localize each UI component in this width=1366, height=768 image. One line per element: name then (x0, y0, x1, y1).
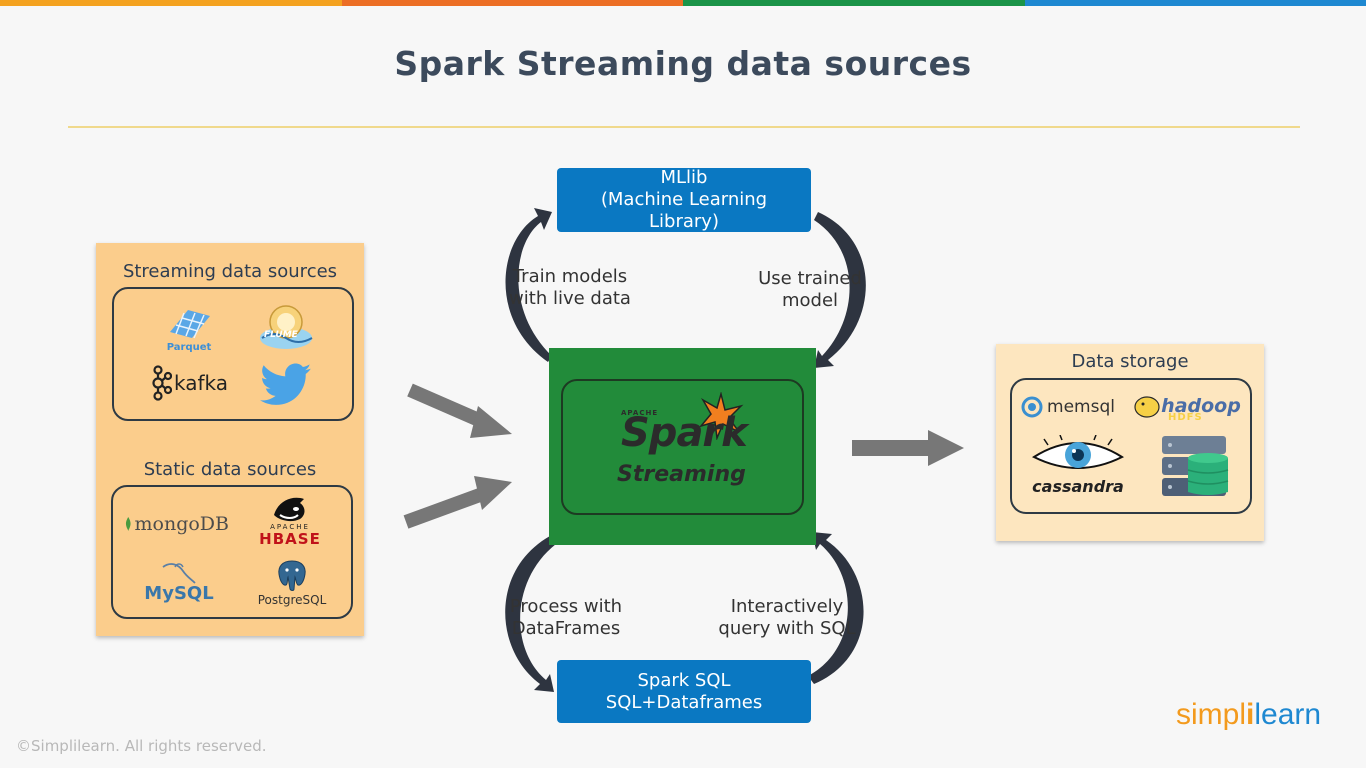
mysql-label: MySQL (144, 583, 214, 604)
spark-apache-label: APACHE (621, 409, 659, 417)
kafka-icon (152, 365, 172, 401)
postgresql-label: PostgreSQL (257, 593, 327, 607)
cassandra-label: cassandra (1032, 476, 1124, 496)
simplilearn-logo: simplilearn (1176, 698, 1321, 732)
parquet-label: Parquet (166, 341, 212, 353)
data-storage-frame: memsql hadoop HDFS cassandra (1010, 378, 1252, 514)
twitter-logo (254, 361, 318, 409)
mongodb-icon (125, 517, 131, 531)
data-storage-panel: Data storage memsql hadoop HDFS (996, 344, 1264, 541)
streaming-sources-frame: Parquet FLUME kafka (112, 287, 354, 421)
sources-panel: Streaming data sources Parquet FLUME (96, 243, 364, 636)
parquet-logo: Parquet (152, 301, 226, 357)
flume-label: FLUME (264, 330, 298, 340)
workflow-curves (505, 208, 866, 692)
accent-segment-2 (341, 0, 683, 6)
parquet-icon (170, 309, 210, 338)
flume-logo: FLUME (252, 297, 320, 355)
slide-title: Spark Streaming data sources (394, 44, 972, 83)
brand-part-2: learn (1254, 698, 1322, 731)
copyright-text: ©Simplilearn. All rights reserved. (16, 737, 267, 755)
hdfs-label: HDFS (1168, 412, 1203, 423)
hbase-logo: APACHE HBASE (243, 491, 337, 549)
mllib-line-3: Library) (649, 211, 719, 232)
hadoop-logo: hadoop HDFS (1132, 388, 1242, 424)
top-accent-bar (0, 0, 1366, 6)
cassandra-logo: cassandra (1018, 432, 1138, 498)
mongodb-label: mongoDB (134, 513, 230, 535)
static-sources-frame: mongoDB APACHE HBASE MySQL (111, 485, 353, 619)
use-trained-model-label: Use trained model (758, 268, 862, 311)
streaming-logo-text: Streaming (617, 462, 746, 487)
data-storage-heading: Data storage (1071, 351, 1189, 372)
train-curve-arrow (505, 208, 552, 362)
spark-star-icon (698, 392, 744, 440)
database-logo (1158, 434, 1232, 500)
input-arrows (403, 383, 512, 529)
streaming-input-arrow (407, 383, 512, 438)
accent-segment-3 (683, 0, 1025, 6)
mysql-icon (162, 563, 196, 584)
memsql-icon (1021, 396, 1043, 418)
kafka-label: kafka (173, 371, 228, 395)
train-models-label: Train models with live data (509, 266, 631, 309)
hbase-apache-label: APACHE (270, 523, 310, 531)
hadoop-label: hadoop (1161, 395, 1241, 417)
twitter-icon (260, 363, 312, 405)
flume-icon (260, 305, 313, 349)
database-icon (1162, 436, 1229, 496)
static-input-arrow (403, 476, 512, 529)
accent-segment-1 (0, 0, 342, 6)
mllib-box: MLlib (Machine Learning Library) (557, 167, 811, 232)
brand-separator: i (1246, 698, 1255, 731)
memsql-logo: memsql (1016, 392, 1120, 422)
mllib-line-2: (Machine Learning (600, 189, 768, 210)
mysql-logo: MySQL (129, 557, 229, 607)
spark-streaming-box: APACHE Spark Streaming (549, 348, 816, 545)
use-curve-arrow (814, 212, 866, 368)
static-sources-heading: Static data sources (143, 459, 317, 480)
streaming-sources-heading: Streaming data sources (122, 261, 338, 282)
memsql-label: memsql (1047, 397, 1115, 417)
mongodb-logo: mongoDB (125, 503, 229, 545)
output-arrow (852, 430, 964, 466)
spark-streaming-frame (561, 379, 804, 515)
hadoop-icon (1134, 396, 1160, 418)
spark-logo-text: Spark (621, 410, 748, 456)
accent-segment-4 (1024, 0, 1366, 6)
postgresql-icon (278, 560, 306, 591)
mllib-line-1: MLlib (660, 167, 708, 188)
spark-sql-line-1: Spark SQL (637, 669, 731, 691)
title-divider (68, 126, 1300, 128)
query-sql-label: Interactively query with SQL (718, 596, 856, 639)
process-dataframes-label: Process with DataFrames (509, 596, 623, 639)
process-curve-arrow (505, 536, 556, 692)
kafka-logo: kafka (144, 363, 234, 403)
query-curve-arrow (808, 532, 864, 684)
brand-part-1: simpl (1176, 698, 1247, 731)
postgresql-logo: PostgreSQL (245, 555, 339, 611)
hbase-label: HBASE (259, 530, 321, 548)
spark-sql-box: Spark SQL SQL+Dataframes (557, 660, 811, 723)
hbase-icon (274, 497, 305, 522)
spark-sql-line-2: SQL+Dataframes (605, 691, 763, 713)
cassandra-icon (1031, 434, 1125, 469)
